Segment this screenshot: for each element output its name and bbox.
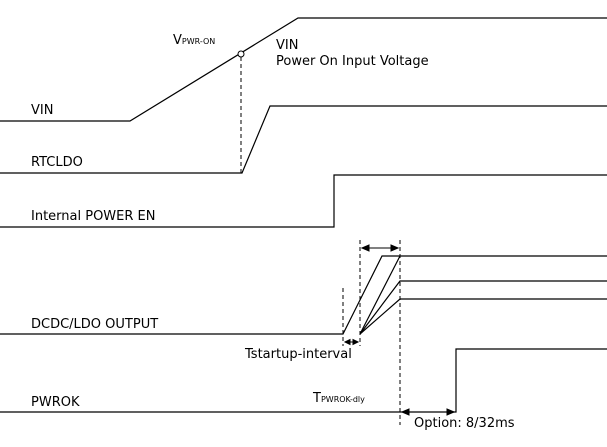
- vin-annotation-title: VIN: [276, 38, 299, 53]
- pwrok-signal-label: PWROK: [31, 395, 80, 410]
- vin-waveform: [0, 17, 607, 122]
- option-label: Option: 8/32ms: [414, 416, 515, 431]
- startup-interval-timing: [342, 240, 401, 425]
- vpwr-on-marker: [237, 50, 245, 58]
- dcdc-ldo-signal-label: DCDC/LDO OUTPUT: [31, 317, 159, 332]
- rtcldo-waveform: [0, 105, 607, 174]
- tstartup-interval-label: Tstartup-interval: [245, 347, 352, 362]
- tpwrok-dly-label: TPWROK-dly: [313, 391, 365, 406]
- power-en-signal-label: Internal POWER EN: [31, 209, 156, 224]
- pwrok-delay-timing: [400, 408, 456, 416]
- rtcldo-signal-label: RTCLDO: [31, 155, 83, 170]
- vpwr-on-label: VPWR-ON: [173, 33, 216, 48]
- vin-annotation-desc: Power On Input Voltage: [276, 54, 429, 69]
- vin-signal-label: VIN: [31, 103, 54, 118]
- power-en-waveform: [0, 174, 607, 228]
- pwrok-waveform: [0, 348, 607, 413]
